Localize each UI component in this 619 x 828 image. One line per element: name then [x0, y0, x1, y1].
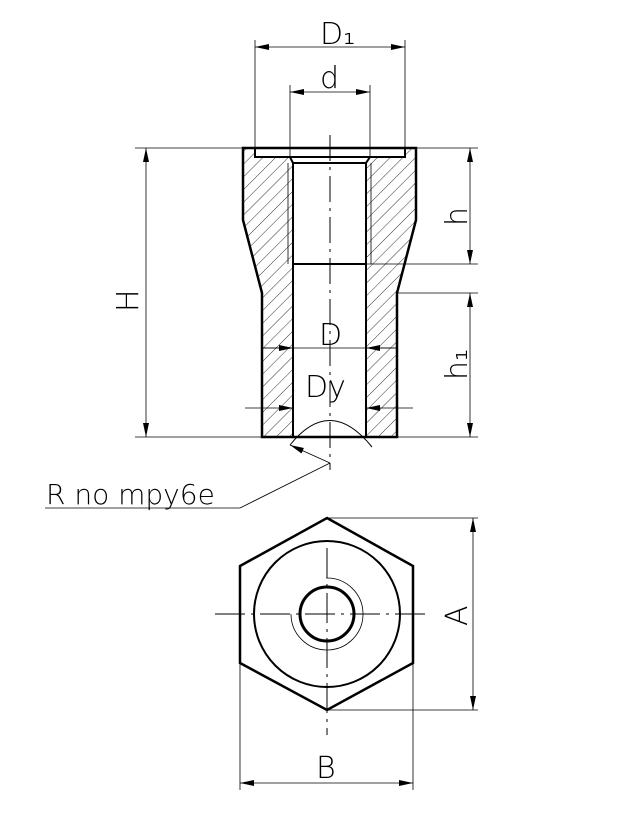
- dimension-d: d: [289, 61, 371, 157]
- label-Dy: Dy: [305, 370, 346, 405]
- right-wall-hatch: [366, 148, 416, 437]
- left-wall-hatch: [243, 148, 293, 437]
- label-A: A: [440, 605, 475, 626]
- top-view: A B: [215, 516, 478, 790]
- label-h: h: [440, 207, 475, 226]
- dimension-H: H: [111, 147, 262, 438]
- dimension-Dy: Dy: [245, 370, 413, 411]
- label-d: d: [320, 61, 339, 96]
- dimension-D1: D₁: [254, 17, 406, 148]
- dimension-D: D: [262, 318, 397, 353]
- bore: [289, 156, 371, 437]
- label-H: H: [111, 289, 146, 312]
- label-D: D: [319, 318, 342, 353]
- label-B: B: [316, 751, 336, 786]
- dimension-B: B: [239, 663, 414, 790]
- dimension-h: h: [366, 147, 478, 265]
- pipe-radius-leader: R no mpy6e: [45, 444, 331, 511]
- pipe-radius-arc: [289, 420, 373, 448]
- label-h1: h₁: [440, 349, 475, 380]
- dimension-A: A: [327, 517, 478, 711]
- section-view: D₁ d H h: [45, 17, 478, 511]
- label-R-pipe: R no mpy6e: [46, 478, 215, 511]
- dimension-h1: h₁: [397, 292, 478, 438]
- thread-arc: [290, 577, 364, 651]
- label-D1: D₁: [320, 17, 355, 52]
